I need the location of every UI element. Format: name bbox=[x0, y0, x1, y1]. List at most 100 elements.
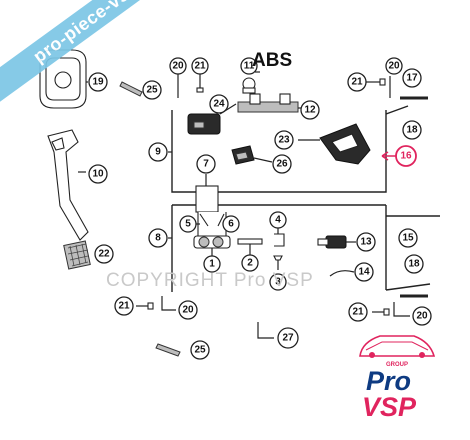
svg-text:20: 20 bbox=[182, 305, 194, 316]
callout-8[interactable]: 8 bbox=[148, 228, 168, 248]
callout-10[interactable]: 10 bbox=[88, 164, 108, 184]
svg-text:25: 25 bbox=[146, 85, 158, 96]
callout-21c[interactable]: 21 bbox=[114, 296, 134, 316]
callout-27[interactable]: 27 bbox=[277, 327, 299, 349]
callout-15[interactable]: 15 bbox=[398, 228, 418, 248]
upper-bracket-right-tick bbox=[385, 105, 409, 115]
callout-19[interactable]: 19 bbox=[88, 72, 108, 92]
spring-14-part bbox=[329, 270, 355, 277]
svg-text:16: 16 bbox=[400, 151, 412, 162]
callout-18b[interactable]: 18 bbox=[404, 254, 424, 274]
callout-21d[interactable]: 21 bbox=[348, 302, 368, 322]
bolt-21-upper-right bbox=[366, 78, 386, 86]
callout-7[interactable]: 7 bbox=[196, 154, 216, 174]
svg-text:9: 9 bbox=[155, 147, 161, 158]
callout-14[interactable]: 14 bbox=[354, 262, 374, 282]
svg-text:21: 21 bbox=[351, 77, 363, 88]
svg-text:14: 14 bbox=[358, 267, 370, 278]
provsp-logo-car bbox=[359, 335, 436, 358]
callout-16[interactable]: 16 bbox=[395, 145, 417, 167]
bracket-20-lower-left bbox=[161, 296, 176, 311]
callout-22[interactable]: 22 bbox=[94, 244, 114, 264]
callout-9[interactable]: 9 bbox=[148, 142, 168, 162]
callout-21b[interactable]: 21 bbox=[347, 72, 367, 92]
svg-text:22: 22 bbox=[98, 249, 110, 260]
svg-text:1: 1 bbox=[209, 259, 215, 270]
svg-text:21: 21 bbox=[352, 307, 364, 318]
bracket-23-part bbox=[298, 123, 371, 165]
svg-text:20: 20 bbox=[172, 61, 184, 72]
svg-text:3: 3 bbox=[275, 277, 281, 288]
svg-text:11: 11 bbox=[244, 61, 255, 72]
svg-text:18: 18 bbox=[408, 259, 420, 270]
bolt-21-lower-right bbox=[372, 308, 390, 316]
clip-4-part bbox=[274, 226, 285, 247]
svg-text:17: 17 bbox=[406, 73, 418, 84]
callout-20b[interactable]: 20 bbox=[385, 57, 403, 75]
bracket-20-lower-right bbox=[393, 302, 410, 317]
svg-text:24: 24 bbox=[213, 99, 225, 110]
pin-25-lower bbox=[155, 343, 181, 357]
svg-text:27: 27 bbox=[282, 333, 294, 344]
brake-pedal-part bbox=[47, 129, 89, 241]
copyright-watermark: COPYRIGHT Pro VSP bbox=[106, 270, 314, 291]
callout-23[interactable]: 23 bbox=[274, 130, 294, 150]
sensor-26-part bbox=[231, 145, 273, 165]
logo-group-label: GROUP bbox=[386, 362, 409, 368]
bolt-11-part bbox=[242, 71, 260, 94]
callout-25a[interactable]: 25 bbox=[142, 80, 162, 100]
callout-2[interactable]: 2 bbox=[241, 254, 259, 272]
callout-20a[interactable]: 20 bbox=[169, 57, 187, 75]
master-cylinder-part bbox=[193, 174, 231, 256]
svg-text:23: 23 bbox=[278, 135, 290, 146]
pedal-pad-part bbox=[63, 240, 91, 270]
pin-2-part bbox=[237, 238, 263, 256]
bolt-21-lower-left bbox=[136, 302, 154, 310]
callout-12[interactable]: 12 bbox=[300, 100, 320, 120]
svg-text:10: 10 bbox=[92, 169, 104, 180]
svg-text:25: 25 bbox=[194, 345, 206, 356]
bolt-21-upper-left bbox=[196, 74, 204, 93]
lower-bracket-right-bottom bbox=[385, 283, 431, 291]
svg-text:15: 15 bbox=[402, 233, 414, 244]
svg-text:7: 7 bbox=[203, 159, 209, 170]
callout-21a[interactable]: 21 bbox=[191, 57, 209, 75]
callout-25b[interactable]: 25 bbox=[190, 340, 210, 360]
svg-text:20: 20 bbox=[388, 61, 400, 72]
logo-vsp-text: VSP bbox=[362, 392, 417, 422]
svg-text:4: 4 bbox=[275, 215, 281, 226]
callout-26[interactable]: 26 bbox=[272, 154, 292, 174]
svg-text:8: 8 bbox=[155, 233, 161, 244]
svg-text:19: 19 bbox=[92, 77, 104, 88]
callout-24[interactable]: 24 bbox=[209, 94, 229, 114]
screw-3-part bbox=[273, 255, 283, 270]
switch-13-part bbox=[317, 235, 356, 249]
pin-25-upper bbox=[119, 81, 143, 97]
svg-text:13: 13 bbox=[360, 237, 372, 248]
svg-text:6: 6 bbox=[228, 219, 234, 230]
logo-pro-text: Pro bbox=[366, 366, 412, 396]
highlight-arrow-head bbox=[381, 151, 389, 161]
bracket-27-part bbox=[257, 322, 274, 339]
callout-3[interactable]: 3 bbox=[269, 273, 287, 291]
svg-text:18: 18 bbox=[406, 125, 418, 136]
callout-5[interactable]: 5 bbox=[179, 215, 197, 233]
callout-6[interactable]: 6 bbox=[222, 215, 240, 233]
callout-20c[interactable]: 20 bbox=[178, 300, 198, 320]
svg-text:26: 26 bbox=[276, 159, 288, 170]
svg-text:2: 2 bbox=[247, 258, 253, 269]
svg-text:5: 5 bbox=[185, 219, 191, 230]
callout-18a[interactable]: 18 bbox=[402, 120, 422, 140]
svg-text:21: 21 bbox=[194, 61, 206, 72]
callout-13[interactable]: 13 bbox=[356, 232, 376, 252]
abs-section-label: ABS bbox=[252, 50, 293, 71]
callout-17[interactable]: 17 bbox=[402, 68, 422, 88]
svg-text:21: 21 bbox=[118, 301, 130, 312]
svg-text:12: 12 bbox=[304, 105, 316, 116]
callout-20d[interactable]: 20 bbox=[412, 306, 432, 326]
callout-11[interactable]: 11 bbox=[240, 57, 258, 75]
callout-1[interactable]: 1 bbox=[203, 255, 221, 273]
callout-4[interactable]: 4 bbox=[269, 211, 287, 229]
